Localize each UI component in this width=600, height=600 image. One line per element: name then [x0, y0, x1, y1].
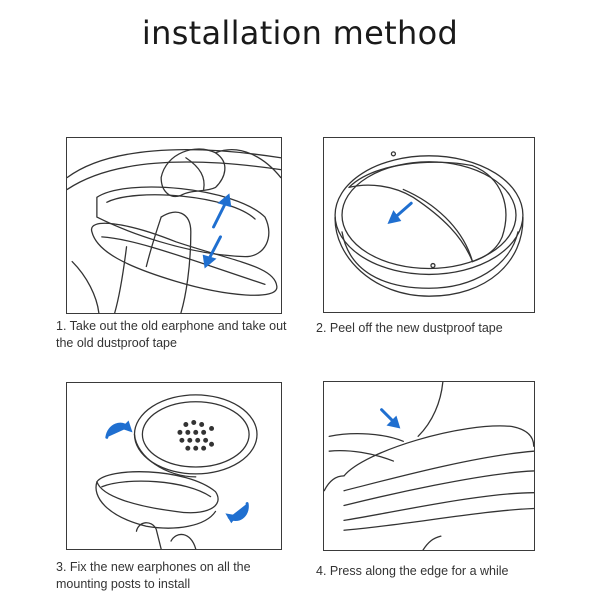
blue-curved-arrow-top-icon — [105, 420, 133, 439]
step-2-illustration — [323, 137, 535, 313]
speaker-grille — [177, 420, 215, 451]
ear-pad — [91, 222, 278, 296]
ear-cup — [96, 186, 270, 258]
blue-up-arrow-icon — [212, 193, 232, 229]
headphone-base — [343, 507, 534, 550]
step-4-caption: 4. Press along the edge for a while — [316, 564, 509, 578]
ear-cushion — [334, 151, 524, 297]
step-2-caption: 2. Peel off the new dustproof tape — [316, 321, 503, 335]
page-title: installation method — [141, 14, 459, 52]
step-1-illustration — [66, 137, 282, 314]
step-1-caption: 1. Take out the old earphone and take ou… — [56, 319, 287, 350]
blue-down-arrow-icon — [202, 235, 222, 269]
step-3-caption: 3. Fix the new earphones on all the moun… — [56, 560, 251, 591]
hand — [328, 382, 444, 462]
hand-upper — [160, 148, 281, 197]
blue-press-arrow-icon — [380, 408, 401, 429]
hand-lower — [71, 211, 192, 313]
headphone-headband — [67, 149, 281, 191]
blue-curved-arrow-bottom-icon — [225, 502, 249, 524]
ear-cushion-side — [324, 425, 534, 521]
blue-arrow-icon — [387, 201, 413, 225]
headphone-cup — [95, 471, 219, 529]
step-3-illustration — [66, 382, 282, 550]
step-4-illustration — [323, 381, 535, 551]
new-ear-pad — [133, 394, 258, 478]
dustproof-tape — [348, 161, 507, 263]
hand — [135, 522, 197, 549]
